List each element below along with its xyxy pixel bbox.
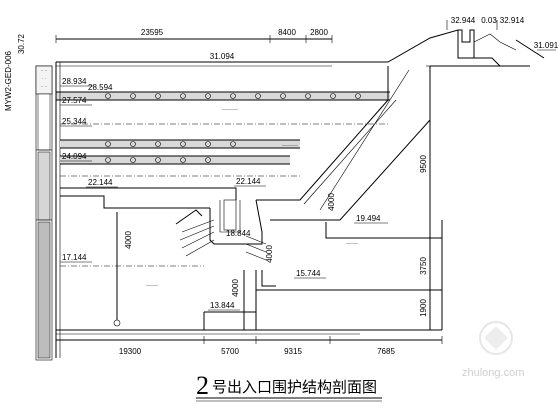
svg-text:———: ———: [146, 282, 158, 287]
elevation-22144-right: 22.144: [236, 177, 261, 186]
elevation-31091: 31.091: [534, 41, 559, 50]
ground-line: [56, 61, 332, 67]
inclined-ramp: [256, 66, 431, 221]
excavation-floor: [56, 270, 360, 335]
support-beam-middle: [60, 139, 300, 149]
svg-text:· ·: · ·: [42, 76, 46, 81]
entrance-structure-top: [332, 29, 545, 67]
elevation-27574: 27.574: [62, 96, 87, 105]
dimension-inner-3: 4000: [265, 245, 274, 263]
anchor-rods: [179, 219, 267, 261]
svg-text:———: ———: [346, 240, 358, 245]
svg-text:·· ··: ·· ··: [41, 84, 47, 89]
dimension-bottom-4: 7685: [377, 347, 395, 356]
elevation-15744: 15.744: [296, 269, 321, 278]
elevation-19494: 19.494: [356, 214, 381, 223]
dimension-right-3: 1900: [419, 299, 428, 317]
dimension-bottom-3: 9315: [284, 347, 302, 356]
watermark-text: zhulong.com: [462, 367, 524, 379]
support-beam-upper: [56, 91, 390, 101]
bottom-dimension-line: [55, 336, 443, 344]
dimension-bottom-2: 5700: [221, 347, 239, 356]
top-dimension-line: [55, 35, 333, 43]
elevation-13844: 13.844: [210, 301, 235, 310]
svg-text:————: ————: [282, 142, 298, 147]
watermark-logo: [479, 321, 513, 355]
svg-text:————: ————: [222, 106, 238, 111]
dimension-top-1: 23595: [141, 28, 164, 37]
support-beam-lower: [60, 155, 290, 165]
borehole-id: MYW2-GED-006: [4, 50, 13, 111]
lower-chamber: [60, 187, 263, 245]
elevation-22144-left: 22.144: [88, 178, 113, 187]
dimension-right-2: 3750: [419, 257, 428, 275]
dimension-top-3: 2800: [310, 28, 328, 37]
dimension-inner-1: 4000: [124, 231, 133, 249]
elevation-32914: 32.914: [500, 16, 525, 25]
pile-column: [113, 212, 121, 327]
dimension-top-2: 8400: [278, 28, 296, 37]
dimension-right-1: 9500: [419, 155, 428, 173]
borehole-column: ·· ·· · · ·· ··: [35, 65, 53, 361]
elevation-28594: 28.594: [88, 83, 113, 92]
svg-text:·· ··: ·· ··: [41, 68, 47, 73]
dimension-inner-2: 4000: [231, 279, 240, 297]
elevation-18844: 18.844: [226, 229, 251, 238]
dimension-inner-4: 4000: [327, 193, 336, 211]
elevation-25344: 25.344: [62, 117, 87, 126]
elevation-31094: 31.094: [210, 52, 235, 61]
elevation-24094: 24.094: [62, 152, 87, 161]
section-title-text: 号出入口围护结构剖面图: [212, 379, 377, 396]
dimension-top-right: 0.03: [481, 16, 497, 25]
support-strut-dots-upper: [105, 93, 361, 99]
elevation-17144: 17.144: [62, 253, 87, 262]
dimension-bottom-1: 19300: [119, 347, 142, 356]
elevation-28934: 28.934: [62, 77, 87, 86]
borehole-top-elevation: 30.72: [17, 33, 26, 54]
elevation-32944: 32.944: [451, 16, 476, 25]
right-dimension-line: [426, 65, 434, 331]
section-title-number: 2: [196, 371, 209, 400]
